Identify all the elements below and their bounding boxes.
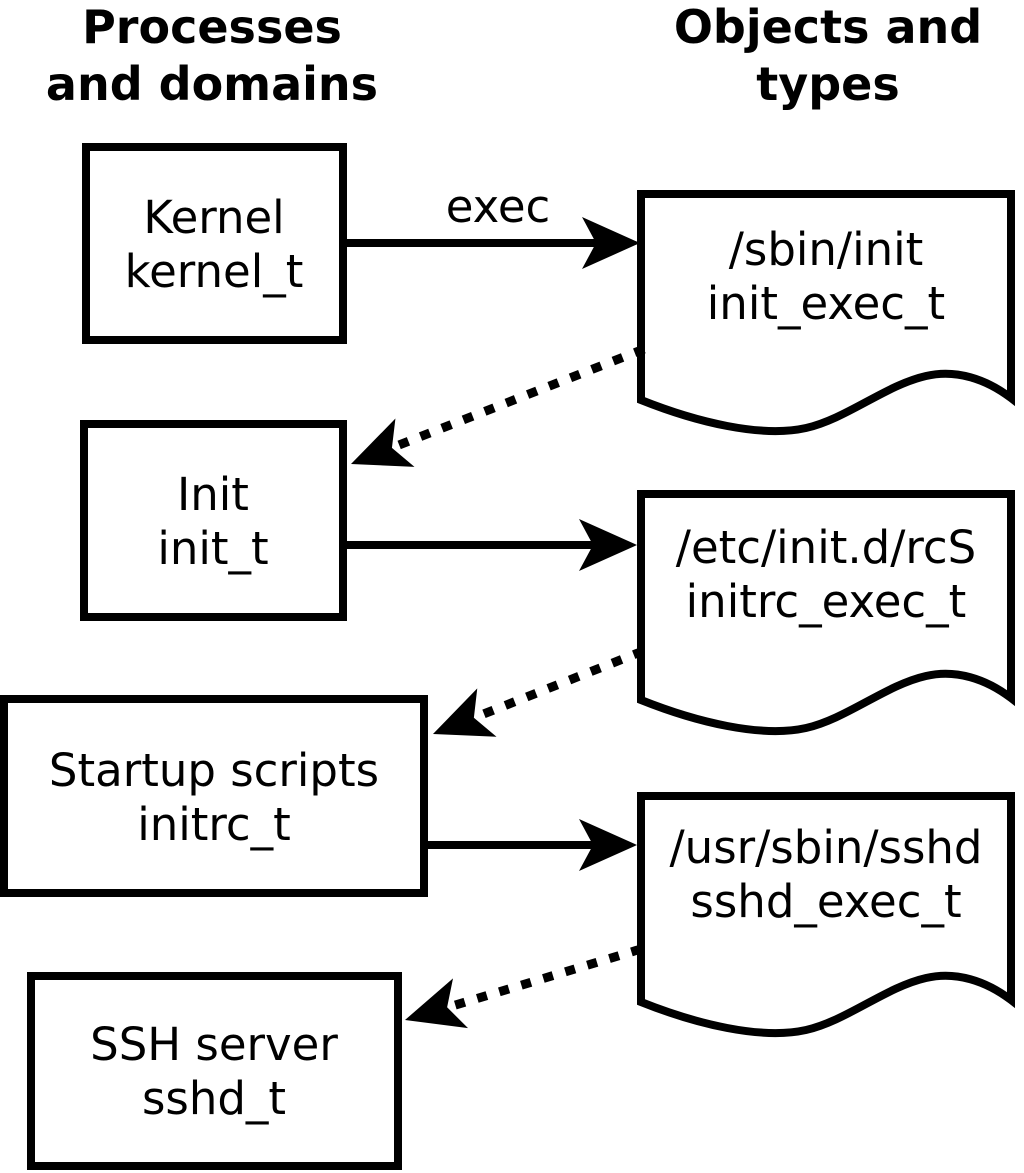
transition-arrow-sshd-to-ssh-server — [405, 944, 643, 1029]
kernel-process-label: Kernel — [143, 191, 284, 244]
arrowhead-icon — [579, 519, 637, 571]
usr-sbin-sshd-type-label: sshd_exec_t — [690, 875, 961, 928]
arrowhead-icon — [351, 418, 415, 467]
object-document-usr-sbin-sshd: /usr/sbin/sshd sshd_exec_t — [637, 792, 1015, 1038]
ssh-server-box-shape — [27, 972, 402, 1170]
startup-scripts-box-shape — [0, 695, 428, 897]
document-shape-icon — [637, 190, 1015, 436]
arrowhead-icon — [582, 217, 640, 269]
transition-arrow-sbin-init-to-init — [351, 344, 646, 467]
ssh-server-process-label: SSH server — [90, 1018, 338, 1071]
arrowhead-icon — [433, 688, 497, 737]
object-document-etc-initd-rcs: /etc/init.d/rcS initrc_exec_t — [637, 490, 1015, 736]
right-column-title-line2: types — [756, 57, 899, 111]
left-column-title-line1: Processes — [82, 0, 342, 54]
etc-initd-rcs-type-label: initrc_exec_t — [686, 575, 967, 628]
init-domain-label: init_t — [157, 522, 268, 575]
dotted-arrow-line — [474, 646, 645, 722]
exec-arrow-startup-to-sshd — [424, 819, 637, 871]
kernel-box-shape — [82, 143, 347, 344]
process-box-startup-scripts: Startup scripts initrc_t — [0, 695, 428, 897]
etc-initd-rcs-path-label: /etc/init.d/rcS — [676, 521, 976, 574]
process-box-init: Init init_t — [80, 420, 347, 621]
object-document-sbin-init: /sbin/init init_exec_t — [637, 190, 1015, 436]
usr-sbin-sshd-path-label: /usr/sbin/sshd — [670, 821, 983, 874]
startup-scripts-domain-label: initrc_t — [137, 798, 291, 851]
left-column-title-line2: and domains — [46, 57, 378, 111]
document-shape-icon — [637, 792, 1015, 1038]
startup-scripts-process-label: Startup scripts — [49, 744, 379, 797]
arrowhead-icon — [405, 978, 469, 1029]
init-box-shape — [80, 420, 347, 621]
exec-arrow-init-to-rcs — [343, 519, 637, 571]
dotted-arrow-line — [447, 944, 643, 1012]
right-column-title-line1: Objects and — [674, 0, 982, 54]
process-box-kernel: Kernel kernel_t — [82, 143, 347, 344]
column-header-objects: Objects and types — [674, 0, 982, 111]
dotted-arrow-line — [392, 344, 646, 452]
transition-arrow-rcs-to-startup — [433, 646, 645, 737]
kernel-domain-label: kernel_t — [125, 245, 304, 298]
arrowhead-icon — [579, 819, 637, 871]
process-box-ssh-server: SSH server sshd_t — [27, 972, 402, 1170]
init-process-label: Init — [177, 468, 249, 521]
ssh-server-domain-label: sshd_t — [142, 1072, 286, 1125]
exec-arrow-label: exec — [446, 180, 551, 233]
column-header-processes: Processes and domains — [46, 0, 378, 111]
exec-arrow-kernel-to-sbin-init: exec — [347, 180, 640, 269]
sbin-init-type-label: init_exec_t — [707, 277, 945, 330]
document-shape-icon — [637, 490, 1015, 736]
sbin-init-path-label: /sbin/init — [729, 223, 924, 276]
